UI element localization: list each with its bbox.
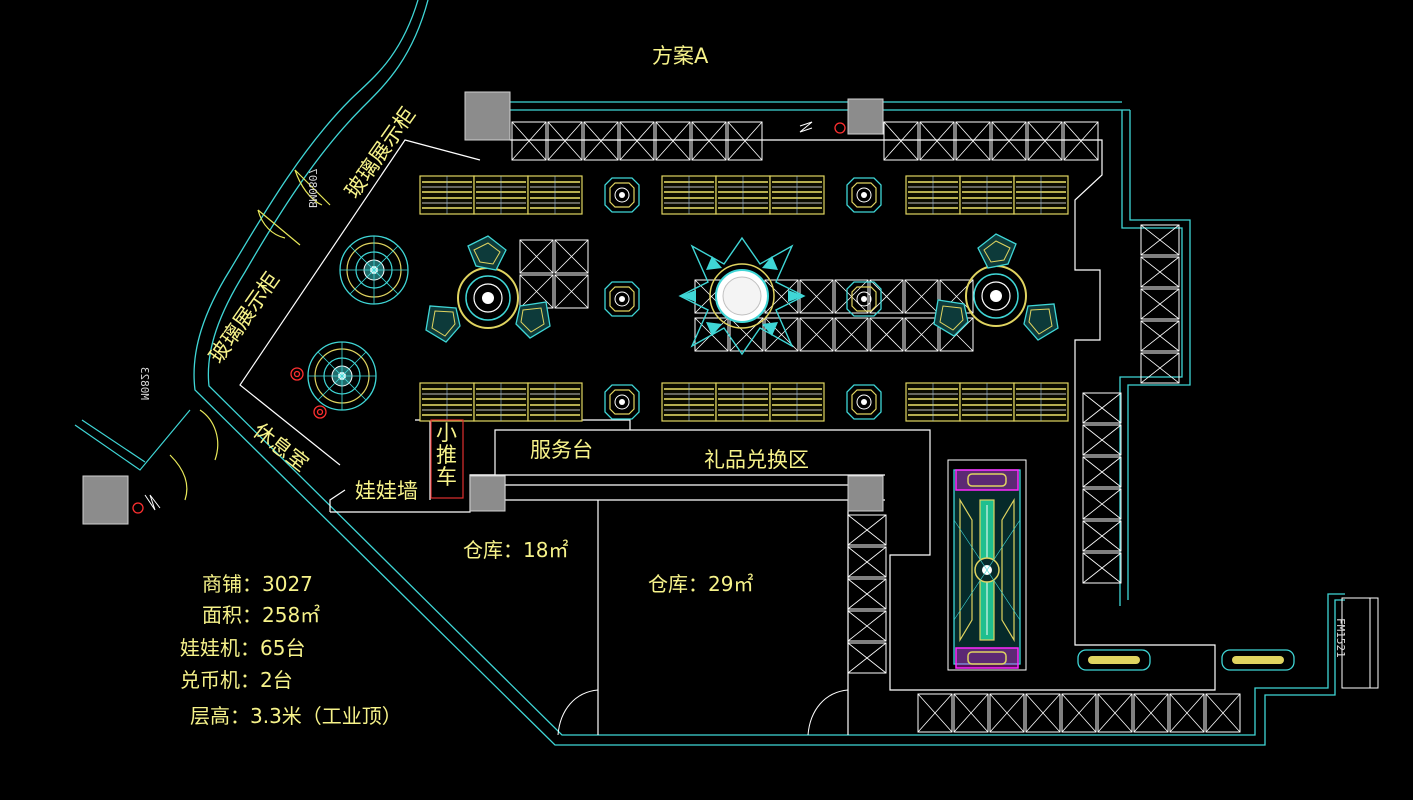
gift-area-label: 礼品兑换区 [704, 448, 809, 472]
shop-number: 商铺：3027 [202, 572, 313, 596]
claw-machine-count: 娃娃机：65台 [180, 636, 306, 660]
cart-label: 小推车 [436, 421, 457, 489]
long-vertical-machine [947, 459, 1027, 671]
outer-wall [193, 0, 1345, 746]
stools [132, 122, 846, 514]
top-cabinets-right [883, 121, 1099, 161]
entrance-doors [169, 169, 331, 501]
coin-machine-count: 兑币机：2台 [180, 668, 293, 692]
warehouse-large-label: 仓库：29㎡ [648, 572, 754, 596]
round-machine-upper [339, 235, 409, 305]
triple-cluster-right [933, 233, 1059, 341]
bottom-cabinets [917, 693, 1241, 733]
north-marker-icon [144, 121, 813, 511]
mid-cabinets [847, 514, 887, 674]
shop-area: 面积：258㎡ [202, 603, 321, 627]
capsule-machines [1077, 649, 1295, 671]
door-code-3: FM1521 [1334, 618, 1347, 658]
floor-height: 层高：3.3米（工业顶） [190, 704, 402, 728]
right-door [1341, 597, 1379, 689]
warehouse-small-label: 仓库：18㎡ [463, 538, 569, 562]
center-star-machine [678, 236, 806, 356]
door-code-1: BM0807 [306, 168, 319, 208]
entrance-strip [74, 409, 191, 471]
doors [557, 689, 849, 736]
top-cabinets-left [511, 121, 763, 161]
service-desk-label: 服务台 [530, 438, 593, 462]
door-code-2: M0823 [138, 366, 151, 400]
cart-box [430, 419, 464, 499]
doll-wall-label: 娃娃墙 [355, 479, 418, 503]
right-cabinets [1082, 224, 1180, 584]
round-machine-lower [307, 341, 377, 411]
pillars [82, 91, 884, 525]
plan-title: 方案A [652, 44, 709, 68]
